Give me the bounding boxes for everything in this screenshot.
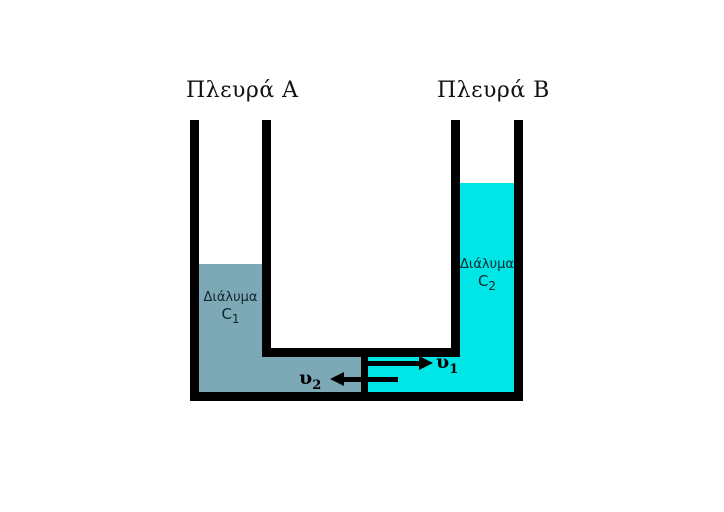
membrane <box>361 348 368 401</box>
left-inner-wall <box>262 120 271 357</box>
side-b-title: Πλευρά Β <box>437 78 550 103</box>
right-inner-wall <box>451 120 460 357</box>
left-outer-wall <box>190 120 199 401</box>
flow-v1-label: υ1 <box>436 351 459 377</box>
flow-arrow-left-icon <box>330 372 398 386</box>
solution-b-label: Διάλυμα C2 <box>460 256 514 295</box>
bottom-wall <box>190 392 523 401</box>
solution-a-label: Διάλυμα C1 <box>199 289 262 328</box>
flow-arrow-right-icon <box>367 356 433 370</box>
side-a-title: Πλευρά Α <box>186 78 299 103</box>
solution-a-name: Διάλυμα <box>203 290 258 305</box>
solution-b-name: Διάλυμα <box>460 257 514 272</box>
solution-b-symbol: C2 <box>477 272 497 294</box>
flow-v2-label: υ2 <box>299 367 322 393</box>
solution-a-symbol: C1 <box>221 305 240 327</box>
right-outer-wall <box>514 120 523 401</box>
